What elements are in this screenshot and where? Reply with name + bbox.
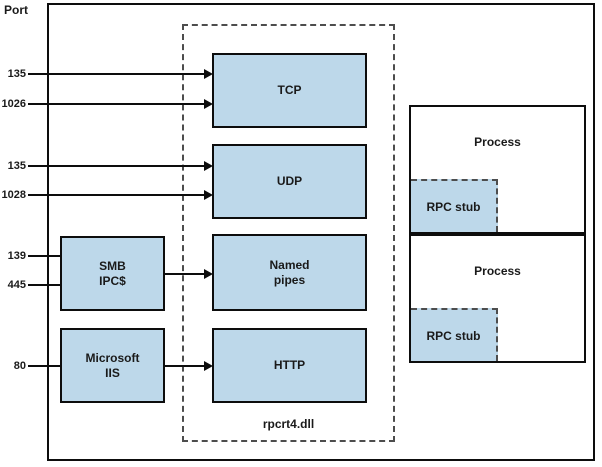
iis-to-http-line xyxy=(165,365,205,367)
port-135-tcp-line xyxy=(28,73,205,75)
port-1026-line xyxy=(28,103,205,105)
iis-to-http-arrowhead-icon xyxy=(204,361,213,371)
port-label-135-udp: 135 xyxy=(7,160,26,172)
process-1-label: Process xyxy=(474,135,521,149)
rpcrt4-dll-group-box: rpcrt4.dll xyxy=(182,24,395,442)
process-box-2: Process RPC stub xyxy=(409,234,586,363)
port-80-line xyxy=(28,365,62,367)
protocol-box-http-label: HTTP xyxy=(273,358,306,372)
protocol-box-tcp: TCP xyxy=(212,53,367,128)
process-box-1: Process RPC stub xyxy=(409,105,586,234)
smb-to-named-pipes-arrowhead-icon xyxy=(204,269,213,279)
protocol-box-tcp-label: TCP xyxy=(277,83,302,97)
service-box-smb-ipc: SMB IPC$ xyxy=(60,236,165,311)
port-1026-arrowhead-icon xyxy=(204,99,213,109)
protocol-box-udp-label: UDP xyxy=(276,174,303,188)
port-label-135-tcp: 135 xyxy=(7,68,26,80)
port-135-tcp-arrowhead-icon xyxy=(204,69,213,79)
port-445-line xyxy=(28,284,62,286)
smb-to-named-pipes-line xyxy=(165,273,205,275)
port-139-line xyxy=(28,255,62,257)
port-1028-arrowhead-icon xyxy=(204,190,213,200)
protocol-box-named-pipes-label: Named pipes xyxy=(269,257,310,287)
port-label-445: 445 xyxy=(7,279,26,291)
port-1028-line xyxy=(28,194,205,196)
rpcrt4-dll-label: rpcrt4.dll xyxy=(262,417,315,431)
port-label-139: 139 xyxy=(7,250,26,262)
port-135-udp-arrowhead-icon xyxy=(204,161,213,171)
protocol-box-named-pipes: Named pipes xyxy=(212,234,367,311)
service-box-smb-ipc-label: SMB IPC$ xyxy=(99,258,126,288)
port-label-1028: 1028 xyxy=(1,189,26,201)
service-box-microsoft-iis-label: Microsoft IIS xyxy=(85,350,140,380)
port-label-80: 80 xyxy=(13,360,26,372)
port-135-udp-line xyxy=(28,165,205,167)
rpc-stub-box-1: RPC stub xyxy=(411,179,498,232)
service-box-microsoft-iis: Microsoft IIS xyxy=(60,328,165,403)
rpc-stub-box-2: RPC stub xyxy=(411,308,498,361)
port-label-1026: 1026 xyxy=(1,98,26,110)
process-2-label: Process xyxy=(474,264,521,278)
protocol-box-http: HTTP xyxy=(212,328,367,403)
rpc-stub-2-label: RPC stub xyxy=(426,328,481,343)
protocol-box-udp: UDP xyxy=(212,144,367,219)
port-axis-label: Port xyxy=(4,3,28,17)
rpc-stub-1-label: RPC stub xyxy=(426,199,481,214)
